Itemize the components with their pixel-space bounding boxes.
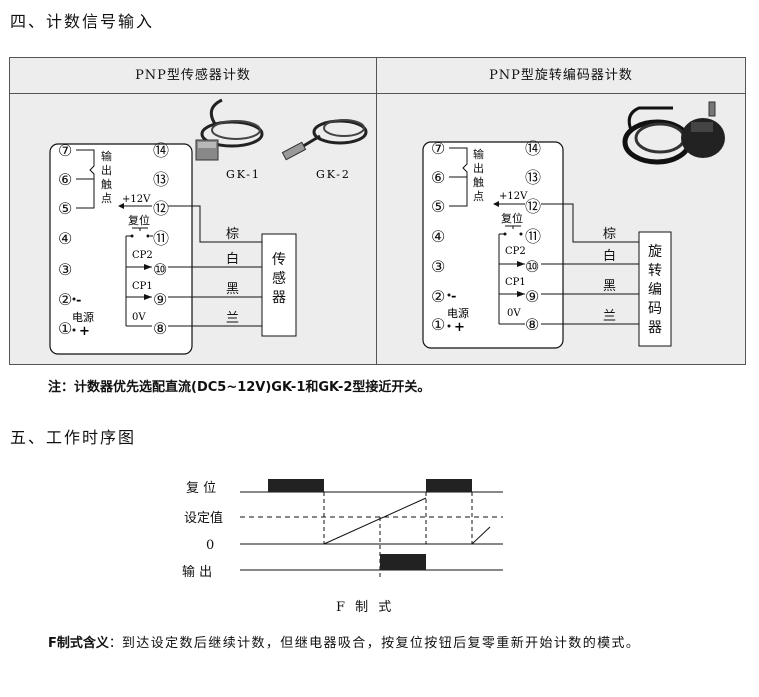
- label-12v: +12V: [499, 191, 528, 202]
- note-text: 注：计数器优先选配直流(DC5~12V)GK-1和GK-2型接近开关。: [48, 380, 431, 395]
- terminal-3: ③: [431, 257, 445, 276]
- label-cp2: CP2: [505, 246, 526, 257]
- device-char-3: 器: [272, 290, 286, 306]
- terminal-6: ⑥: [58, 170, 72, 189]
- terminal-12: ⑫: [153, 199, 169, 218]
- device-char-3: 编: [648, 282, 662, 298]
- terminal-13: ⑬: [525, 168, 541, 187]
- wire-brown: 棕: [226, 227, 239, 242]
- device-char-1: 传: [272, 252, 286, 268]
- label-plus: +: [79, 324, 90, 339]
- panel-header: PNP型传感器计数: [10, 58, 376, 94]
- panel-pnp-sensor: PNP型传感器计数 ⑦ ⑥ ⑤ ④ ③ ② ① ⑭ ⑬ ⑫ ⑪ ⑩ ⑨ ⑧: [9, 57, 377, 365]
- rotary-encoder-image: [622, 101, 725, 165]
- terminal-14: ⑭: [525, 139, 541, 158]
- terminal-5: ⑤: [58, 199, 72, 218]
- terminal-1: ①: [58, 319, 72, 338]
- label-power: 电源: [447, 306, 469, 320]
- terminal-4: ④: [431, 227, 445, 246]
- terminal-10: ⑩: [153, 260, 167, 279]
- wire-white: 白: [226, 251, 239, 267]
- label-plus: +: [454, 320, 465, 335]
- wire-blue: 兰: [603, 309, 616, 324]
- label-0v: 0V: [507, 308, 521, 319]
- device-char-5: 器: [648, 320, 662, 336]
- output-contact-label-2: 出: [473, 161, 484, 175]
- terminal-8: ⑧: [153, 319, 167, 338]
- definition-text: 到达设定数后继续计数，但继电器吸合，按复位按钮后复零重新开始计数的模式。: [121, 636, 641, 651]
- label-cp1: CP1: [132, 281, 153, 292]
- wire-black: 黑: [603, 279, 616, 294]
- row-label-setpoint: 设定值: [184, 510, 223, 526]
- row-label-reset: 复 位: [186, 481, 216, 496]
- device-char-1: 旋: [648, 244, 662, 260]
- terminal-5: ⑤: [431, 197, 445, 216]
- wiring-diagram-pnp: ⑦ ⑥ ⑤ ④ ③ ② ① ⑭ ⑬ ⑫ ⑪ ⑩ ⑨ ⑧ 输 出 触: [49, 98, 368, 355]
- output-contact-label-1: 输: [473, 147, 484, 161]
- label-power: 电源: [72, 310, 94, 324]
- label-0v: 0V: [132, 312, 146, 323]
- panel-rotary-encoder: PNP型旋转编码器计数 ⑦ ⑥ ⑤ ④ ③ ② ① ⑭ ⑬ ⑫ ⑪ ⑩ ⑨ ⑧: [376, 57, 746, 365]
- wiring-diagram-encoder: ⑦ ⑥ ⑤ ④ ③ ② ① ⑭ ⑬ ⑫ ⑪ ⑩ ⑨ ⑧ 输 出 触 点: [422, 101, 725, 349]
- terminal-10: ⑩: [525, 257, 539, 276]
- terminal-14: ⑭: [153, 141, 169, 160]
- label-gk1: GK-1: [226, 168, 261, 181]
- mode-definition: F制式含义：到达设定数后继续计数，但继电器吸合，按复位按钮后复零重新开始计数的模…: [48, 632, 748, 656]
- row-label-zero: 0: [206, 538, 214, 553]
- output-contact-label-3: 触: [101, 177, 112, 191]
- terminal-13: ⑬: [153, 170, 169, 189]
- sensor-gk2-image: [281, 119, 368, 161]
- terminal-4: ④: [58, 229, 72, 248]
- terminal-1: ①: [431, 315, 445, 334]
- terminal-7: ⑦: [58, 141, 72, 160]
- terminal-11: ⑪: [153, 229, 169, 248]
- terminal-12: ⑫: [525, 197, 541, 216]
- row-label-output: 输 出: [182, 564, 212, 580]
- terminal-3: ③: [58, 260, 72, 279]
- section-title-timing: 五、工作时序图: [10, 428, 137, 447]
- wire-brown: 棕: [603, 227, 616, 242]
- wire-blue: 兰: [226, 311, 239, 326]
- label-cp2: CP2: [132, 250, 153, 261]
- terminal-2: ②: [431, 287, 445, 306]
- output-contact-label-4: 点: [473, 190, 484, 203]
- terminal-2: ②: [58, 290, 72, 309]
- label-12v: +12V: [122, 194, 151, 205]
- sensor-gk1-image: [195, 98, 264, 161]
- terminal-7: ⑦: [431, 139, 445, 158]
- timing-diagram: 复 位 设定值 0 输 出: [182, 479, 503, 580]
- timing-caption: F 制 式: [336, 600, 395, 615]
- terminal-8: ⑧: [525, 315, 539, 334]
- definition-colon: ：: [108, 636, 122, 651]
- definition-term: F制式含义: [48, 636, 109, 651]
- device-char-4: 码: [648, 301, 662, 317]
- label-cp1: CP1: [505, 277, 526, 288]
- terminal-11: ⑪: [525, 227, 541, 246]
- output-contact-label-2: 出: [101, 163, 112, 177]
- label-minus: -: [76, 293, 81, 308]
- label-minus: -: [451, 289, 456, 304]
- panel-header: PNP型旋转编码器计数: [377, 58, 745, 94]
- section-title-signal-input: 四、计数信号输入: [10, 12, 155, 31]
- terminal-9: ⑨: [153, 290, 167, 309]
- terminal-9: ⑨: [525, 287, 539, 306]
- device-char-2: 转: [648, 263, 662, 279]
- terminal-6: ⑥: [431, 168, 445, 187]
- wire-white: 白: [603, 248, 616, 264]
- output-contact-label-1: 输: [101, 149, 112, 163]
- label-reset: 复位: [501, 211, 523, 225]
- label-gk2: GK-2: [316, 168, 351, 181]
- wire-black: 黑: [226, 282, 239, 297]
- label-reset: 复位: [128, 213, 150, 227]
- output-contact-label-3: 触: [473, 175, 484, 189]
- device-char-2: 感: [272, 270, 286, 287]
- output-contact-label-4: 点: [101, 192, 112, 205]
